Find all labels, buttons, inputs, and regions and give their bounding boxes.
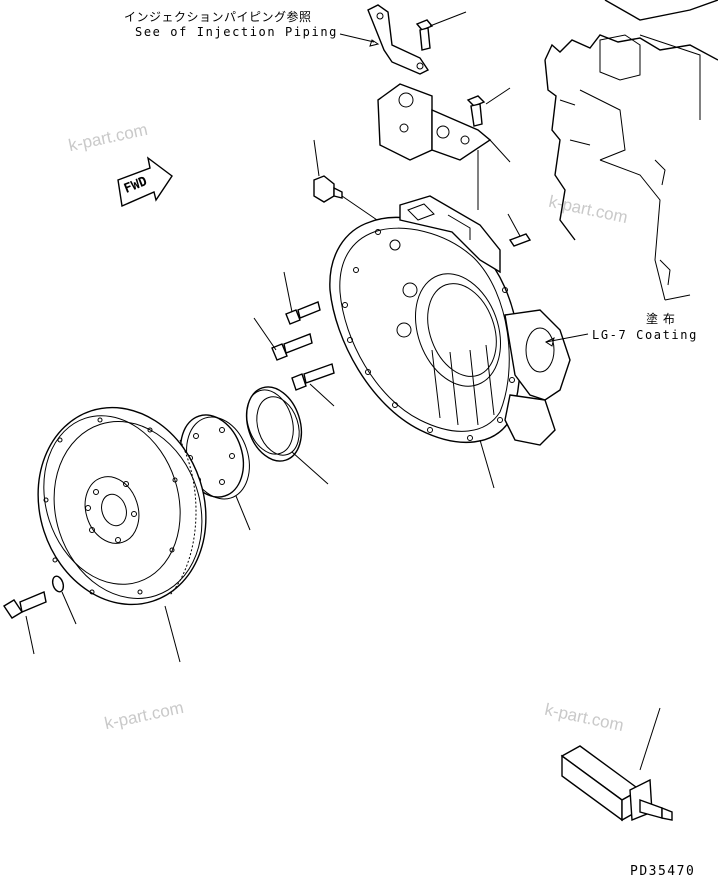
- injection-callout-en: See of Injection Piping: [135, 25, 338, 39]
- sensor-plug: [313, 139, 381, 223]
- injection-callout-arrowhead: [369, 39, 380, 47]
- injection-callout-jp: インジェクションパイピング参照: [124, 10, 312, 24]
- special-tool: [560, 707, 673, 822]
- engine-block-outline: [544, 0, 718, 301]
- flywheel: [37, 406, 207, 663]
- dowel-pin: [507, 213, 532, 247]
- housing-bolt-3: [291, 363, 335, 407]
- flywheel-bolt: [3, 591, 47, 655]
- mount-bracket: [377, 83, 511, 210]
- oil-seal: [245, 386, 329, 485]
- coating-callout-en: LG-7 Coating: [592, 328, 698, 342]
- mount-bracket-bolt: [466, 87, 511, 127]
- housing-bolt-2: [253, 317, 313, 361]
- flywheel-housing: [329, 195, 571, 489]
- injection-pipe-bracket: [367, 4, 430, 75]
- housing-bolt-1: [283, 271, 321, 325]
- coating-callout-arrowhead: [545, 337, 555, 347]
- injection-callout-leader: [339, 33, 375, 43]
- flywheel-washer: [51, 575, 77, 625]
- fwd-arrow: [117, 156, 173, 208]
- drawing-code: PD35470: [630, 864, 696, 879]
- coating-callout-jp: 塗 布: [646, 312, 676, 326]
- bracket-bolt-top: [415, 11, 467, 51]
